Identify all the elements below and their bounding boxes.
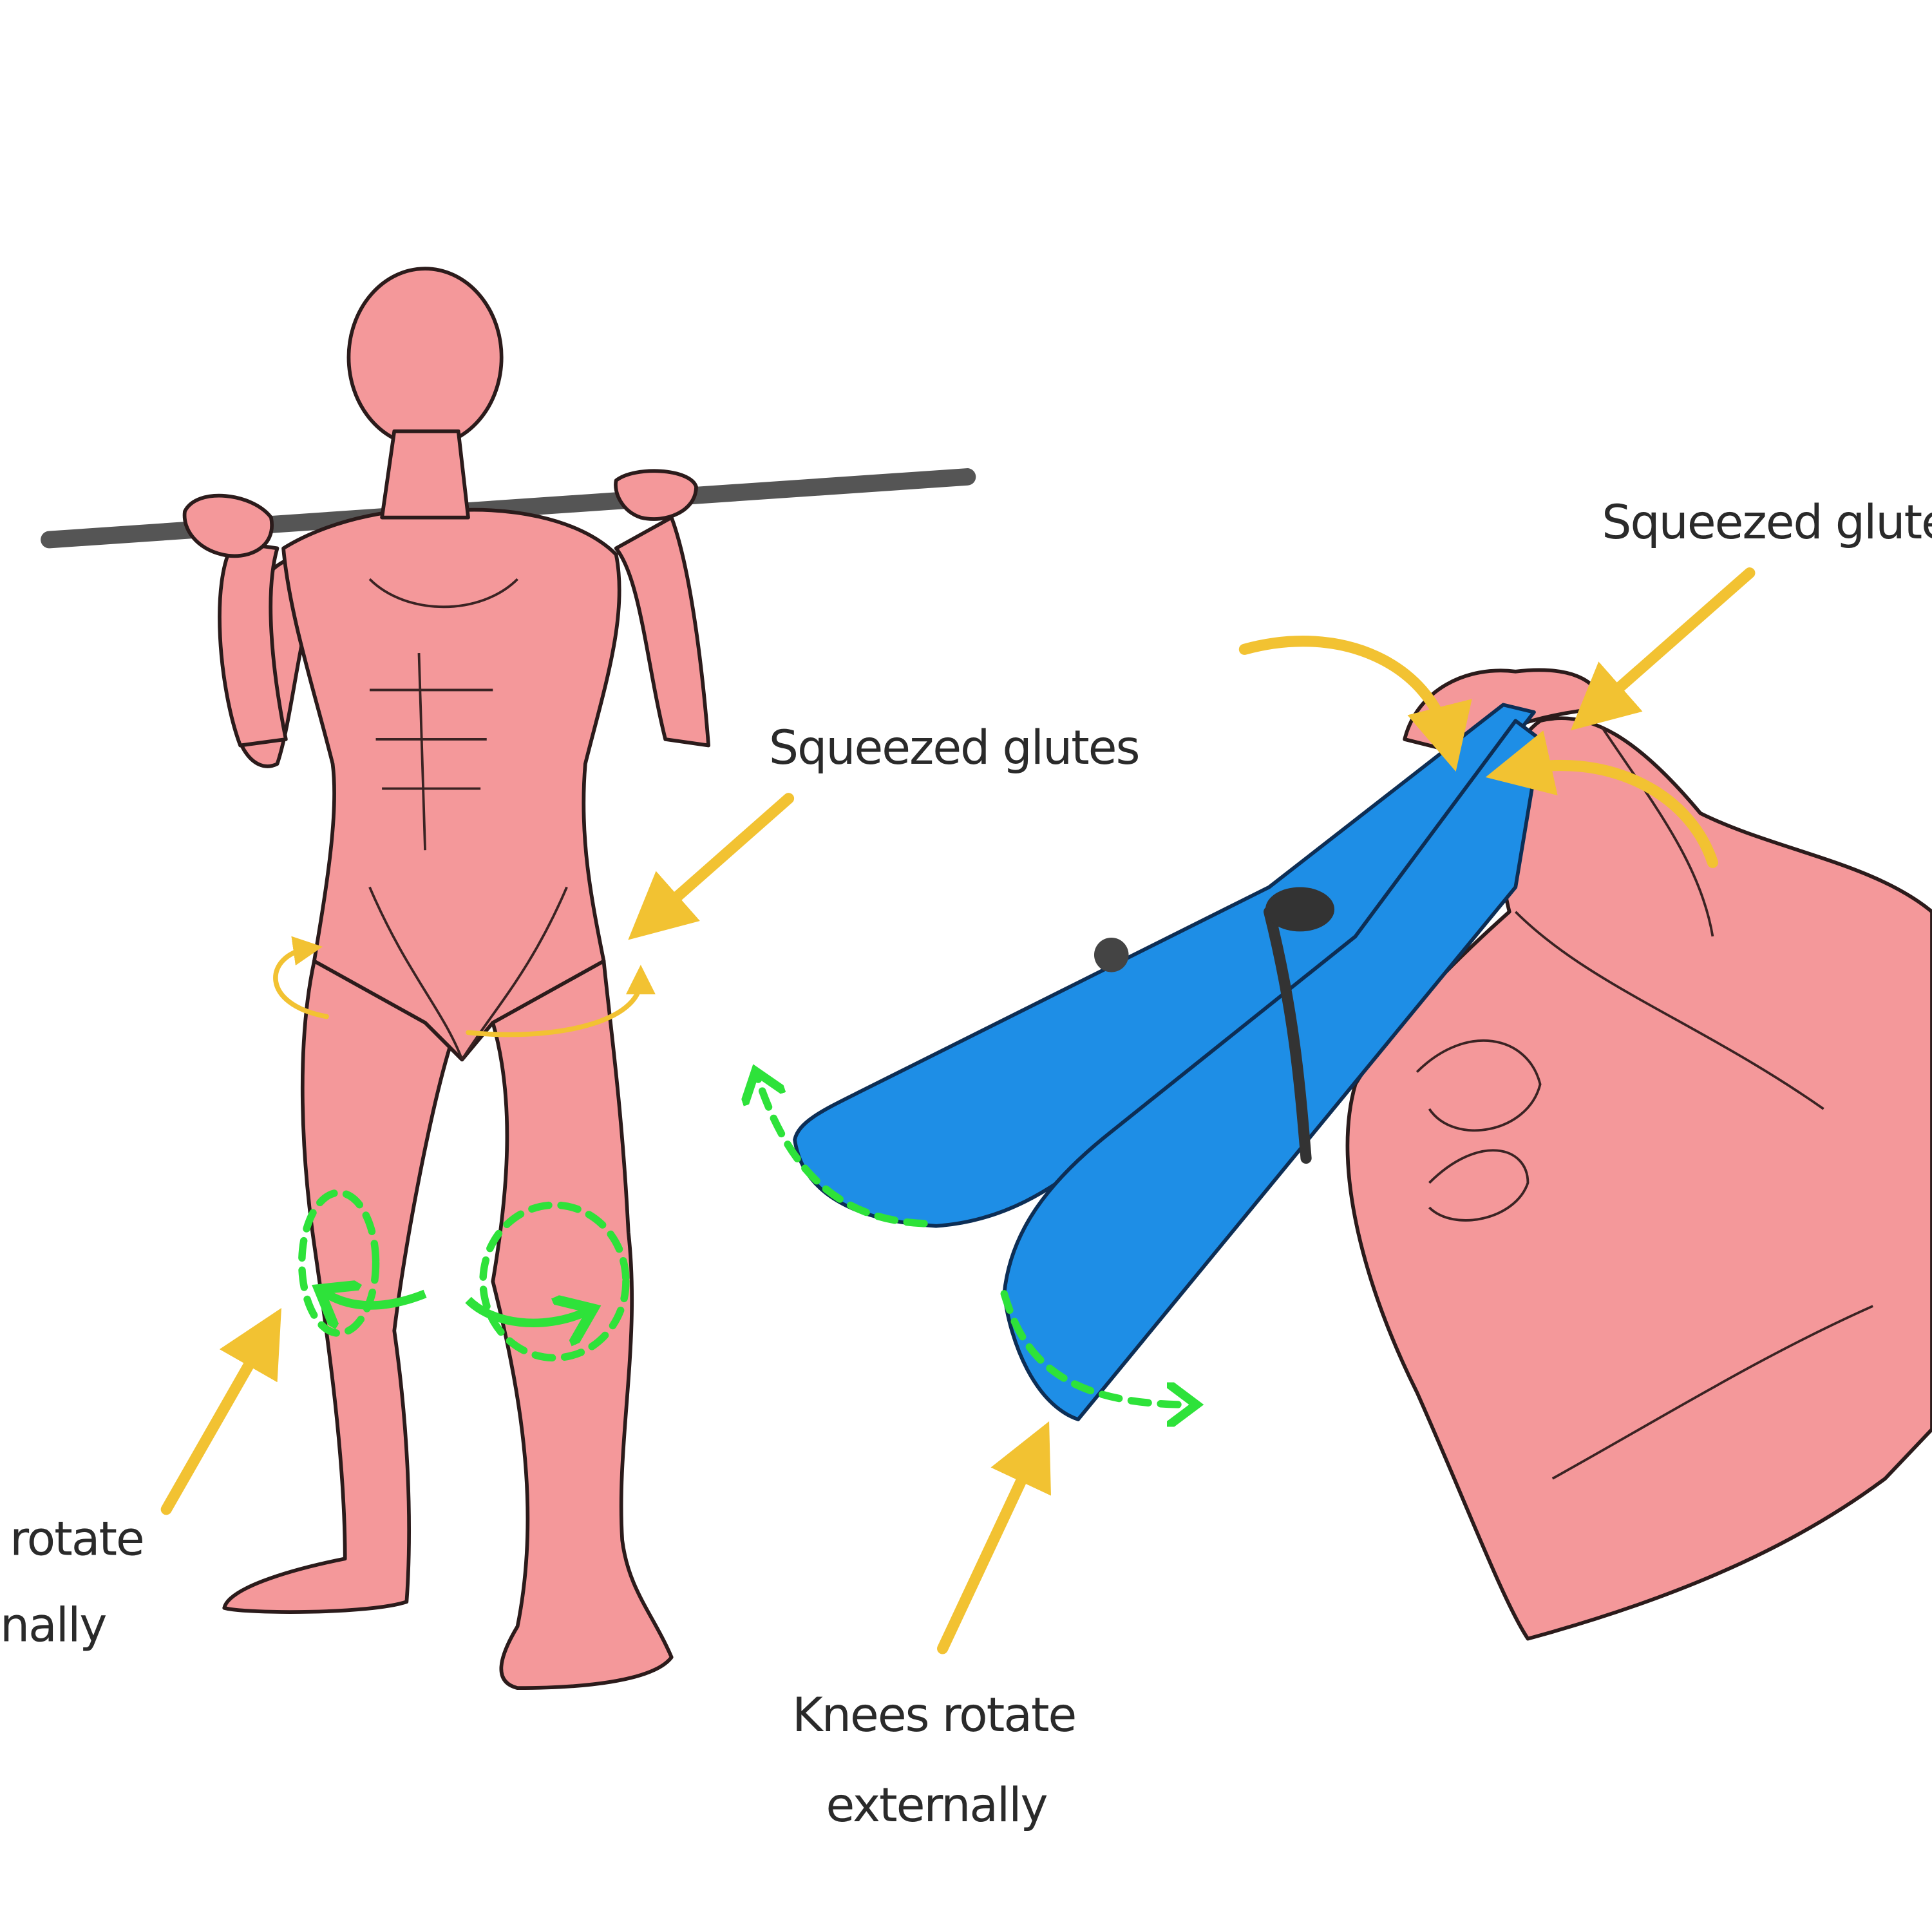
label-knees-left-line1: rotate xyxy=(10,1513,144,1567)
label-knees-center-line2: externally xyxy=(826,1779,1046,1833)
arrow-pinch-right xyxy=(1485,730,1719,868)
human-figure xyxy=(182,267,710,1690)
left-knee-highlight xyxy=(298,1189,380,1337)
arrow-glutes-left xyxy=(628,793,795,940)
label-squeezed-glutes-right: Squeezed glutes xyxy=(1602,496,1932,550)
label-knees-center-line1: Knees rotate xyxy=(792,1689,1075,1743)
upper-jaw-rotation-arrow xyxy=(758,1078,928,1227)
arrow-knees-left xyxy=(160,1308,281,1515)
arrow-knees-center xyxy=(937,1421,1051,1654)
right-knee-rotation-arrow xyxy=(465,1300,585,1323)
head xyxy=(346,267,504,448)
lower-jaw-rotation-arrow xyxy=(1000,1290,1189,1405)
clothespin xyxy=(793,703,1542,1421)
right-knee-highlight xyxy=(479,1201,630,1362)
arrow-pinch-left xyxy=(1238,636,1472,772)
arrow-glutes-right xyxy=(1570,567,1756,731)
label-knees-left-line2: nally xyxy=(0,1598,106,1653)
label-squeezed-glutes-left: Squeezed glutes xyxy=(769,721,1139,775)
left-knee-rotation-arrow xyxy=(327,1294,427,1305)
